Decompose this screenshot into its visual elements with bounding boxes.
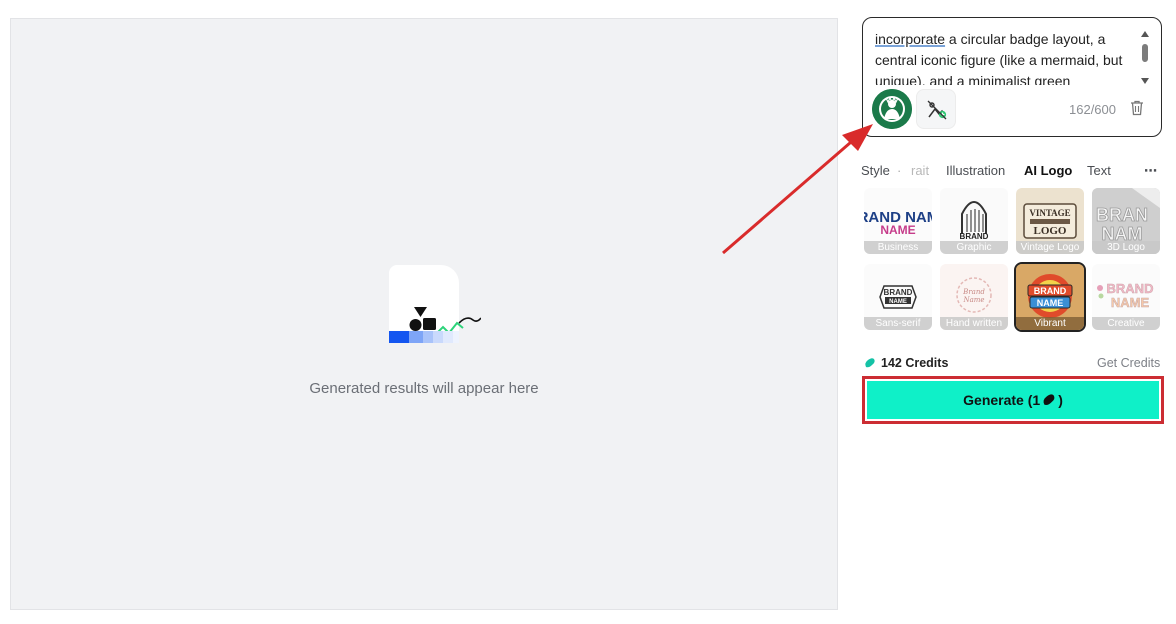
trash-icon[interactable] [1130,100,1144,116]
tile-business-art: BRAND NAME [864,209,932,226]
svg-text:NAME: NAME [880,223,915,237]
tab-style[interactable]: Style [861,163,890,178]
tile-label: 3D Logo [1092,241,1160,254]
prompt-textarea[interactable]: incorporate a circular badge layout, a c… [875,29,1135,85]
prompt-text-rest: a circular badge layout, a central iconi… [875,31,1123,85]
svg-text:NAM: NAM [1102,224,1143,244]
tile-sans-serif[interactable]: BRAND NAME Sans-serif [864,264,932,330]
add-image-icon [927,100,947,120]
tile-label: Vintage Logo [1016,241,1084,254]
results-panel: Generated results will appear here [10,18,838,610]
svg-text:BRAN: BRAN [1096,205,1148,225]
svg-text:Brand: Brand [962,288,985,296]
tile-label: Business [864,241,932,254]
get-credits-link[interactable]: Get Credits [1097,356,1161,370]
svg-text:NAME: NAME [889,299,907,305]
tile-label: Vibrant [1016,317,1084,330]
prompt-first-word: incorporate [875,31,946,47]
credits-count: 142 Credits [881,356,949,370]
generate-label: Generate (1 [963,392,1041,408]
tile-creative[interactable]: BRAND NAME Creative [1092,264,1160,330]
svg-text:BRAND: BRAND [884,288,913,297]
tile-vibrant[interactable]: BRAND NAME Vibrant [1014,262,1086,332]
add-image-button[interactable] [916,89,956,129]
reference-image-thumbnail[interactable] [872,89,912,129]
scroll-up-icon[interactable] [1141,31,1149,37]
svg-text:Name: Name [962,296,984,304]
tile-label: Graphic [940,241,1008,254]
tab-text[interactable]: Text [1087,163,1111,178]
tile-label: Hand written [940,317,1008,330]
prompt-scrollbar[interactable] [1139,28,1151,86]
placeholder-text: Generated results will appear here [309,380,539,397]
svg-text:LOGO: LOGO [1033,225,1066,237]
style-tabs: Style · rait Illustration AI Logo Text ⋯ [861,163,1163,179]
tile-business[interactable]: BRAND NAME NAME Business [864,188,932,254]
scroll-down-icon[interactable] [1141,78,1149,84]
svg-text:BRAND: BRAND [960,232,989,241]
prompt-box[interactable]: incorporate a circular badge layout, a c… [862,17,1162,137]
tab-ai-logo[interactable]: AI Logo [1024,163,1073,178]
tile-label: Sans-serif [864,317,932,330]
tab-portrait[interactable]: rait [911,163,930,178]
tile-hand-written[interactable]: Brand Name Hand written [940,264,1008,330]
tile-graphic[interactable]: BRAND Graphic [940,188,1008,254]
tile-label: Creative [1092,317,1160,330]
scroll-thumb[interactable] [1142,44,1148,62]
tile-vintage-logo[interactable]: VINTAGE LOGO Vintage Logo [1016,188,1084,254]
placeholder-illustration [389,265,481,347]
tab-illustration[interactable]: Illustration [946,163,1006,178]
svg-text:BRAND: BRAND [1107,281,1154,296]
generate-highlight: Generate (1 ) [862,376,1164,424]
svg-text:NAME: NAME [1111,295,1150,310]
credits-icon [865,358,875,368]
tab-separator-dot: · [897,163,902,178]
generate-label-end: ) [1058,392,1063,408]
svg-text:NAME: NAME [1037,298,1064,308]
svg-text:BRAND: BRAND [1034,286,1067,296]
more-icon[interactable]: ⋯ [1144,163,1157,178]
tile-3d-logo[interactable]: BRAN NAM 3D Logo [1092,188,1160,254]
credit-coin-icon [1043,394,1055,405]
generate-button[interactable]: Generate (1 ) [867,381,1159,419]
svg-text:VINTAGE: VINTAGE [1029,208,1070,218]
char-count: 162/600 [1069,102,1116,117]
